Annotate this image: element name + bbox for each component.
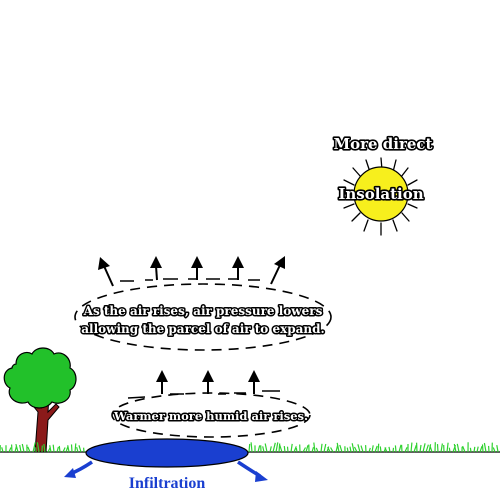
lower-arrows: [127, 370, 280, 399]
upper-arrows: [98, 256, 285, 287]
sun-disc: [353, 166, 409, 222]
lower-bubble-text: Warmer more humid air rises.: [113, 409, 308, 423]
sun-top-label: More direct: [334, 135, 433, 153]
infiltration-arrow-head-left: [64, 468, 76, 478]
arrow-up-icon: [202, 370, 214, 394]
arrow-up-icon: [270, 256, 285, 285]
arrow-up-icon: [191, 256, 203, 280]
lower-air-parcel-outline: [111, 392, 311, 438]
sun-center-label: Insolation: [338, 185, 423, 203]
upper-bubble-line1: As the air rises, air pressure lowers: [83, 304, 323, 318]
sun-icon: [341, 157, 420, 236]
arrow-up-icon: [150, 256, 162, 281]
arrow-up-icon: [98, 257, 114, 287]
arrow-up-icon: [156, 370, 168, 394]
ground-grass: [0, 442, 500, 453]
tree-icon: [3, 347, 77, 453]
upper-bubble-line2: allowing the parcel of air to expand.: [81, 322, 324, 336]
infiltration-arrow-head-right: [255, 471, 268, 482]
upper-air-parcel-outline: [74, 283, 332, 351]
tree-canopy: [3, 347, 77, 409]
pond-water: [85, 438, 249, 468]
arrow-up-icon: [248, 370, 260, 394]
pond: [64, 438, 268, 482]
arrow-up-icon: [232, 256, 244, 280]
infiltration-label: Infiltration: [129, 475, 206, 492]
grass-blades: [0, 442, 499, 453]
